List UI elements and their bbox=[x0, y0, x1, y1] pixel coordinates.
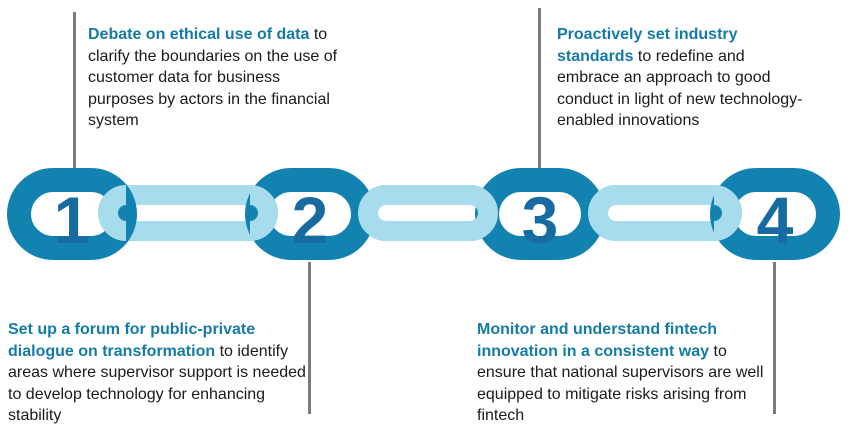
step-3-description: Proactively set industry standards to re… bbox=[557, 24, 811, 132]
chain-connector-3-4-front-cap-right bbox=[713, 185, 742, 241]
step-3-body: to redefine and embrace an approach to g… bbox=[557, 47, 803, 130]
step-2-number: 2 bbox=[292, 183, 329, 257]
step-3-number: 3 bbox=[522, 183, 559, 257]
chain-connector-2-3-front-cap-right bbox=[469, 185, 498, 241]
connector-line-step-3 bbox=[538, 8, 541, 168]
step-1-number: 1 bbox=[54, 183, 91, 257]
step-1-description: Debate on ethical use of data to clarify… bbox=[88, 24, 340, 132]
step-2-body: to identify areas where supervisor suppo… bbox=[8, 342, 306, 425]
step-4-body: to ensure that national supervisors are … bbox=[477, 342, 764, 425]
connector-line-step-1 bbox=[73, 12, 76, 168]
connector-line-step-4 bbox=[773, 262, 776, 414]
chain-link-1-ring bbox=[7, 168, 137, 260]
chain-connector-2-3-front-cap-left bbox=[358, 185, 387, 241]
chain-graphic: 1 2 3 4 bbox=[7, 168, 840, 260]
connector-line-step-2 bbox=[308, 262, 311, 414]
step-2-description: Set up a forum for public-private dialog… bbox=[8, 319, 308, 425]
step-1-heading: Debate on ethical use of data bbox=[88, 26, 310, 43]
chain-connector-1-2-front-cap-right bbox=[249, 185, 278, 241]
step-3-heading: Proactively set industry standards bbox=[557, 26, 738, 65]
step-1-body: to clarify the boundaries on the use of … bbox=[88, 26, 338, 129]
step-4-description: Monitor and understand fintech innovatio… bbox=[477, 319, 777, 425]
step-2-heading: Set up a forum for public-private dialog… bbox=[8, 321, 256, 360]
chain-connector-1-2-front-cap-left bbox=[98, 185, 127, 241]
chain-connector-3-4-front-cap-left bbox=[588, 185, 617, 241]
step-4-number: 4 bbox=[757, 183, 794, 257]
step-4-heading: Monitor and understand fintech innovatio… bbox=[477, 321, 717, 360]
